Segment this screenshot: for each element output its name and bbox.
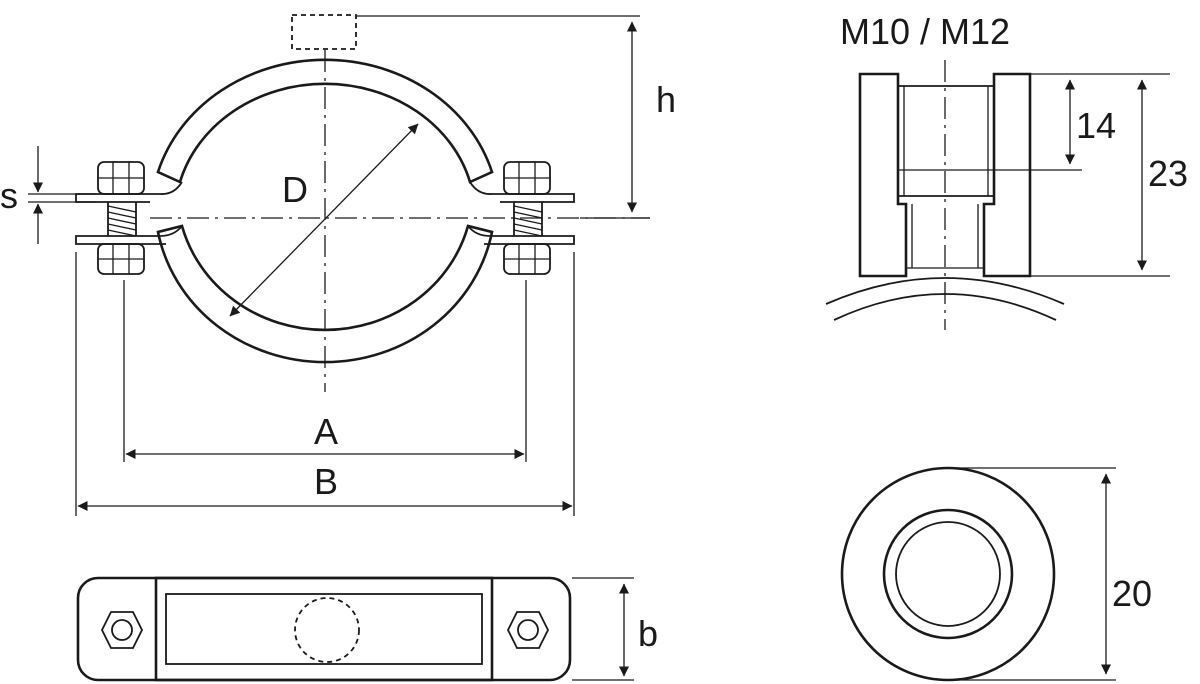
nut-diameter-label: 20 <box>1112 573 1152 614</box>
upper-clamp-liner <box>156 58 494 184</box>
d-dimension-line <box>229 123 419 317</box>
right-upper-flange <box>469 181 575 203</box>
pipe-surface-inner <box>833 293 1057 321</box>
thread-size-label: M10 / M12 <box>840 11 1010 52</box>
thread-depth-label: 14 <box>1076 105 1116 146</box>
pipe-surface-outer <box>825 277 1065 305</box>
nut-outer-circle <box>840 466 1056 682</box>
band-width-label: b <box>638 613 658 654</box>
nut-height-label: 23 <box>1148 153 1188 194</box>
top-nut-hidden-circle <box>294 597 360 663</box>
nut-wall-right <box>982 72 1032 278</box>
right-lower-flange <box>467 225 575 245</box>
nut-bore-inner <box>895 521 1001 627</box>
right-hex-nut <box>506 611 550 649</box>
clamp-top-view: b <box>76 576 658 682</box>
nut-section-view: M10 / M12 14 23 <box>825 11 1188 330</box>
top-nut-hidden <box>291 14 357 50</box>
band-liner <box>154 576 494 682</box>
left-lower-flange <box>75 225 183 245</box>
nut-wall-left <box>858 72 908 278</box>
d-label: D <box>282 169 308 210</box>
b-upper-label: B <box>314 461 338 502</box>
right-screw-assembly <box>503 161 551 275</box>
h-label: h <box>656 79 676 120</box>
clamp-front-view: h s D A B <box>0 14 676 516</box>
nut-bore-outer <box>882 508 1014 640</box>
left-screw-assembly <box>97 161 145 275</box>
left-hex-nut <box>100 611 144 649</box>
s-label: s <box>0 175 18 216</box>
nut-top-view: 20 <box>840 466 1152 682</box>
a-label: A <box>314 411 338 452</box>
